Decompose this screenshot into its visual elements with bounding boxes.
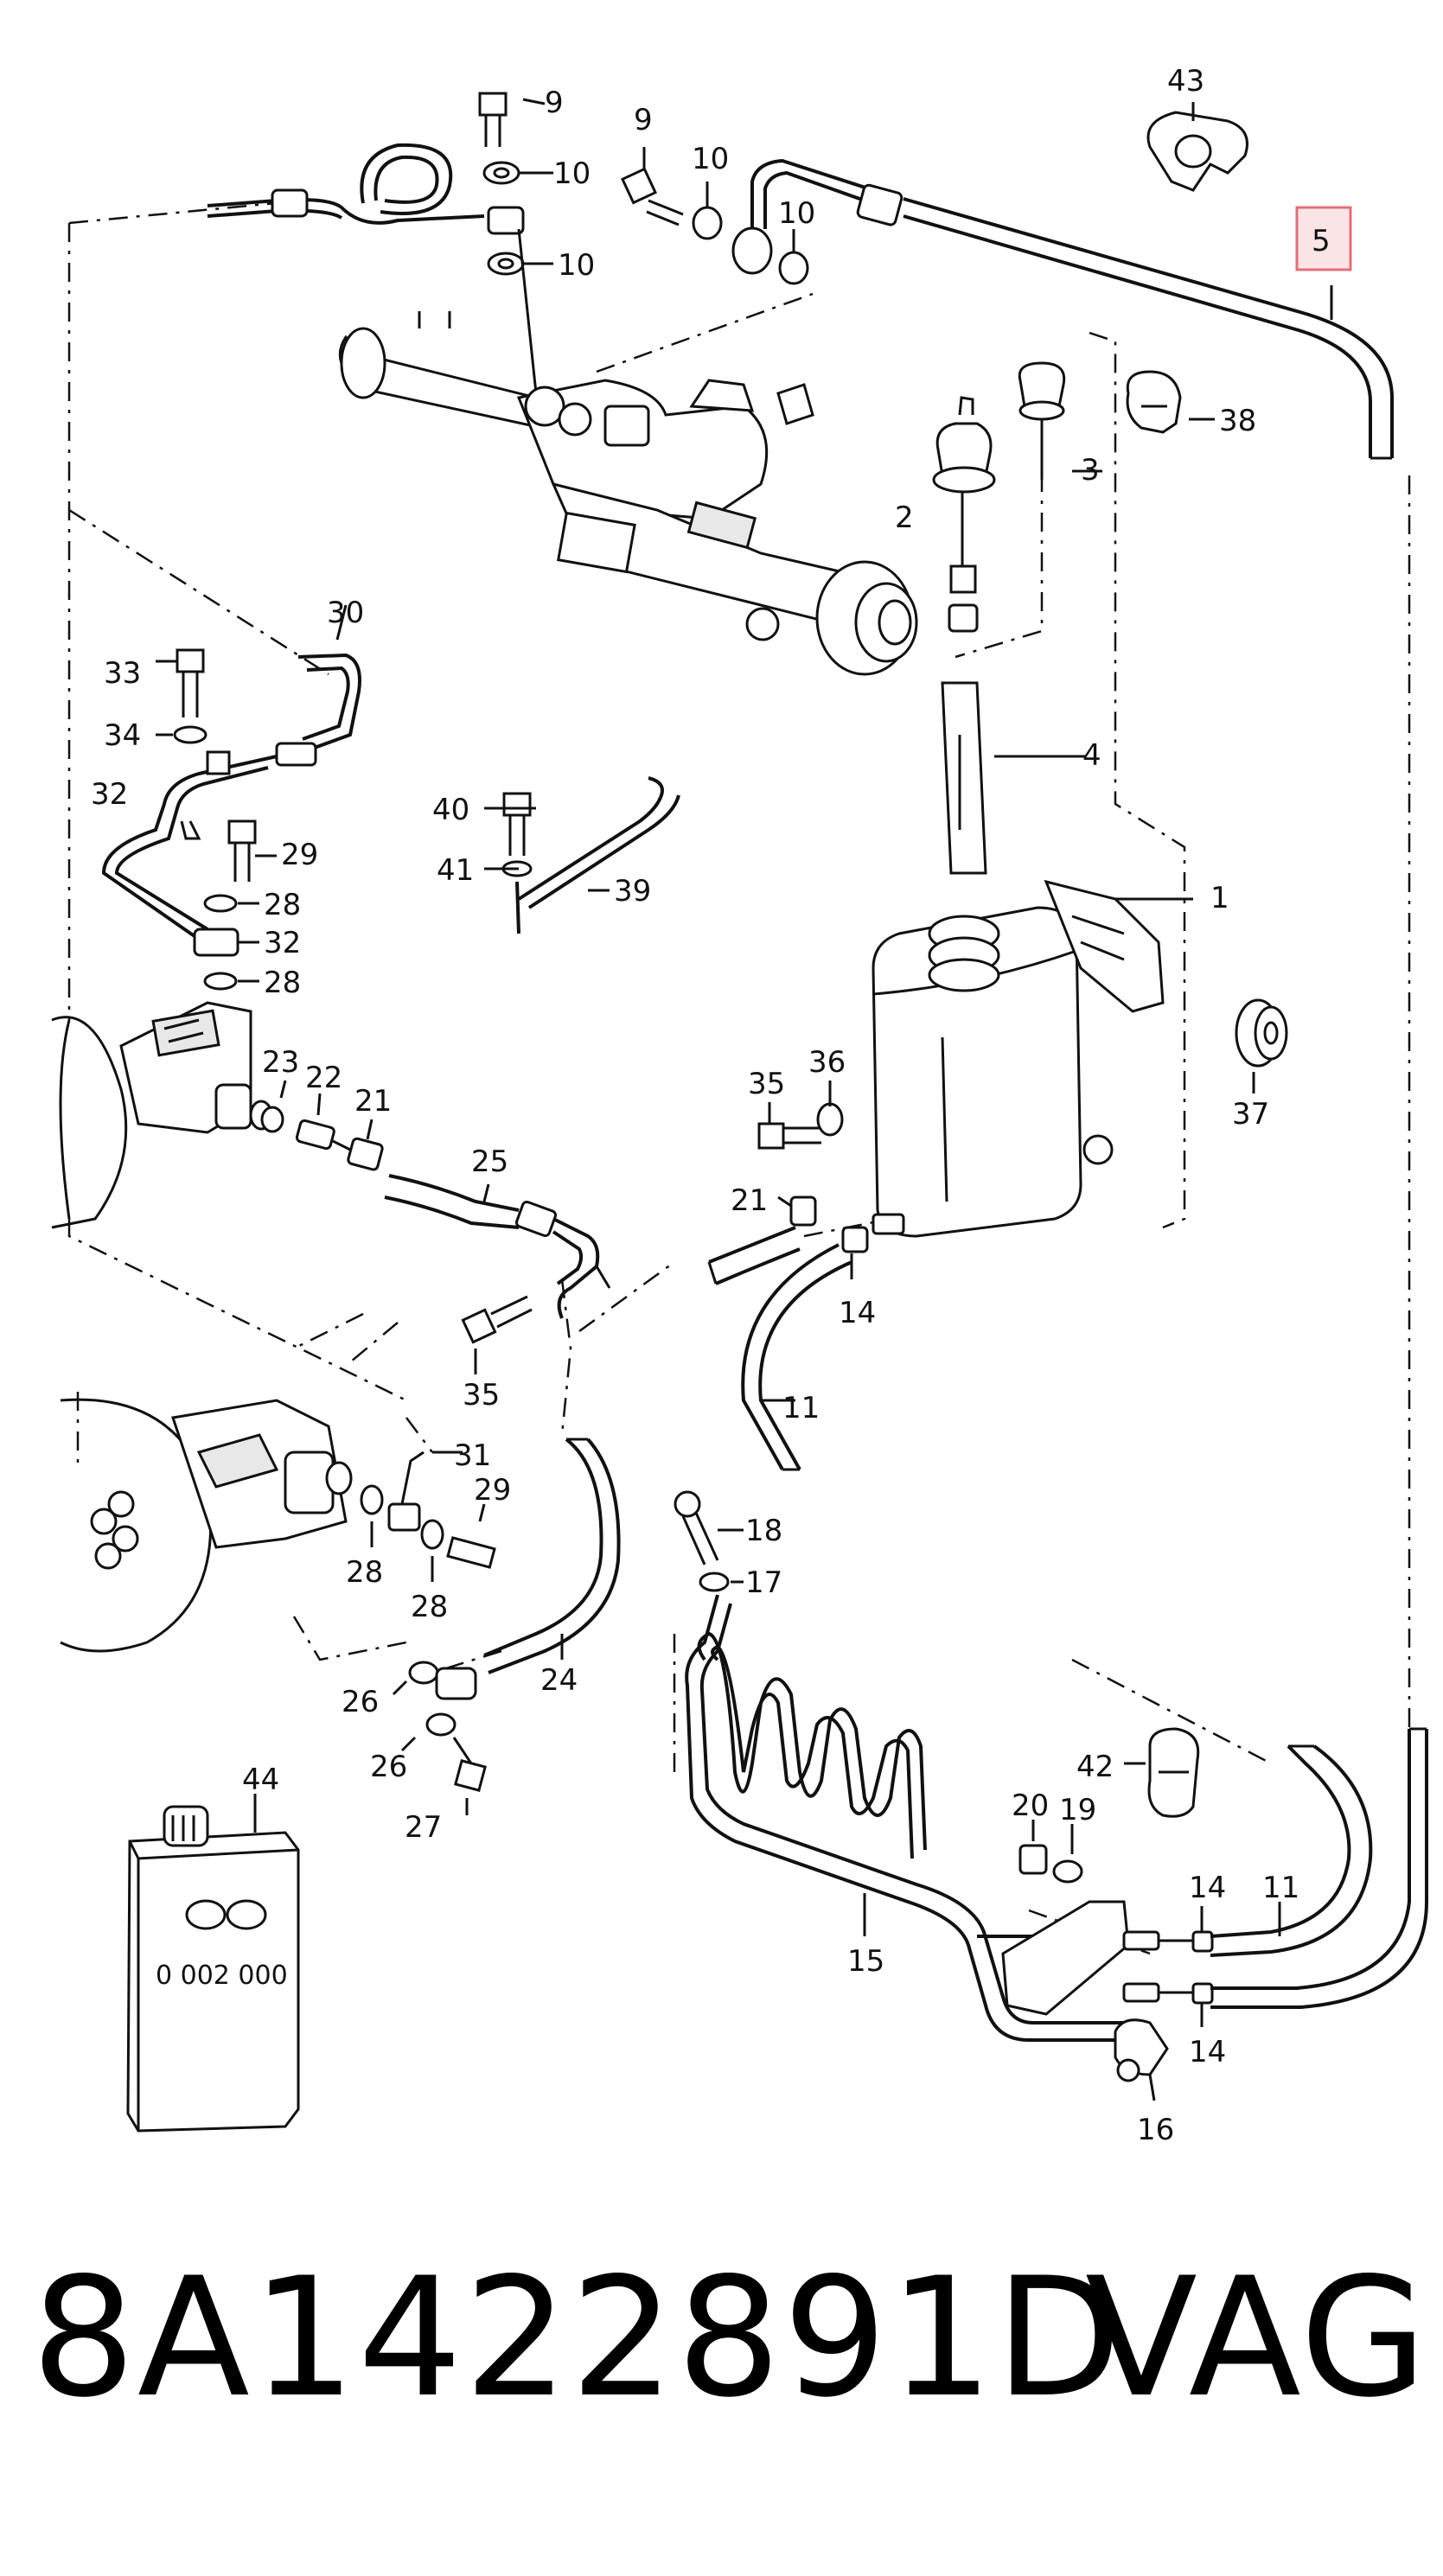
callout-29: 29: [281, 838, 318, 872]
callout-39: 39: [614, 874, 651, 909]
callout-10: 10: [778, 196, 815, 231]
clip-42: [1124, 1727, 1200, 1818]
callout-22: 22: [305, 1061, 342, 1095]
callout-21: 21: [731, 1183, 768, 1218]
callout-15: 15: [847, 1944, 884, 1979]
cooler-loop-15: [685, 1594, 1130, 2042]
callout-3: 3: [1081, 453, 1100, 488]
pressure-hose-24: [392, 1438, 621, 1815]
callout-36: 36: [808, 1045, 846, 1080]
bolt-35-lower: [461, 1295, 533, 1374]
callout-38: 38: [1219, 404, 1256, 438]
callout-9: 9: [545, 86, 564, 120]
callout-14: 14: [839, 1296, 876, 1330]
bracket-39: [484, 776, 680, 934]
suction-hose-25: [260, 1080, 611, 1319]
clip-38: [1126, 370, 1215, 434]
bolt-33: [156, 648, 208, 840]
callout-30: 30: [327, 596, 364, 630]
highlight-box-5: [1295, 206, 1352, 271]
callout-23: 23: [262, 1045, 299, 1080]
callout-1: 1: [1210, 881, 1229, 915]
callout-29: 29: [474, 1473, 511, 1508]
callout-33: 33: [104, 656, 141, 691]
callout-11: 11: [1262, 1871, 1299, 1905]
callout-26: 26: [342, 1685, 379, 1719]
grommet-37: [1235, 998, 1288, 1094]
callout-10: 10: [553, 156, 591, 191]
callout-28: 28: [411, 1590, 448, 1624]
callout-43: 43: [1167, 64, 1204, 99]
callout-10: 10: [558, 248, 595, 283]
hose-11-upper: [707, 1226, 852, 1471]
callout-2: 2: [895, 501, 914, 535]
callout-17: 17: [745, 1565, 782, 1600]
reservoir-bolt: [757, 1081, 844, 1150]
callout-35: 35: [463, 1378, 500, 1412]
callout-18: 18: [745, 1514, 782, 1548]
steering-rack: [338, 311, 918, 676]
callout-5: 5: [1312, 224, 1331, 258]
callout-14: 14: [1189, 2035, 1226, 2069]
fluid-can-44: 0 002 000: [126, 1794, 300, 2133]
callouts: 43 9 10 10 9 10 10 5 38 3 2 4 1 30 33 34…: [91, 64, 1352, 2147]
power-steering-pump-upper: [51, 1001, 273, 1229]
fluid-reservoir: [872, 879, 1193, 1238]
callout-11: 11: [782, 1391, 820, 1425]
callout-16: 16: [1137, 2113, 1174, 2147]
bolt-18: [674, 1490, 744, 1592]
callout-28: 28: [264, 888, 301, 922]
callout-26: 26: [370, 1750, 407, 1784]
bolt-29: [203, 819, 277, 991]
callout-19: 19: [1059, 1793, 1096, 1827]
assembly-outlines: [67, 199, 1411, 1955]
hose-11-lower: [1210, 1727, 1428, 2009]
callout-37: 37: [1232, 1097, 1269, 1132]
callout-21: 21: [354, 1084, 392, 1119]
banjo-bolt-right: [620, 147, 903, 285]
banjo-bolt-left: [478, 92, 553, 394]
pressure-hose-upper: [207, 143, 525, 235]
callout-35: 35: [748, 1067, 785, 1101]
power-steering-pump-lower: [60, 1398, 353, 1653]
callout-34: 34: [104, 718, 141, 753]
callout-9: 9: [634, 103, 653, 137]
part-number: 8A1422891D: [31, 2242, 1124, 2433]
callout-25: 25: [471, 1145, 508, 1179]
callout-28: 28: [264, 966, 301, 1000]
callout-10: 10: [692, 142, 729, 176]
callout-32: 32: [264, 926, 301, 960]
callout-40: 40: [432, 793, 469, 827]
callout-24: 24: [540, 1663, 578, 1698]
clip-43: [1146, 102, 1248, 192]
reservoir-fittings: [777, 1196, 905, 1279]
callout-20: 20: [1012, 1789, 1049, 1823]
callout-41: 41: [437, 853, 474, 888]
brand-name: VAG: [1085, 2242, 1429, 2433]
callout-14: 14: [1189, 1871, 1226, 1905]
reservoir-cap-assembly: [932, 361, 1102, 875]
callout-27: 27: [405, 1810, 442, 1845]
callout-31: 31: [454, 1438, 491, 1473]
callout-44: 44: [242, 1763, 279, 1797]
callout-32: 32: [91, 777, 128, 812]
callout-42: 42: [1076, 1750, 1114, 1784]
return-hose-5: [903, 197, 1394, 460]
pump-lower-fittings: [360, 1451, 496, 1582]
parts-diagram: 0 002 000 43 9 10 10 9 10 10 5 38 3 2 4 …: [51, 64, 1428, 2147]
callout-4: 4: [1082, 738, 1101, 773]
can-label: 0 002 000: [156, 1961, 288, 1991]
cooler-fittings: [1018, 1820, 1214, 2101]
callout-28: 28: [346, 1555, 383, 1590]
